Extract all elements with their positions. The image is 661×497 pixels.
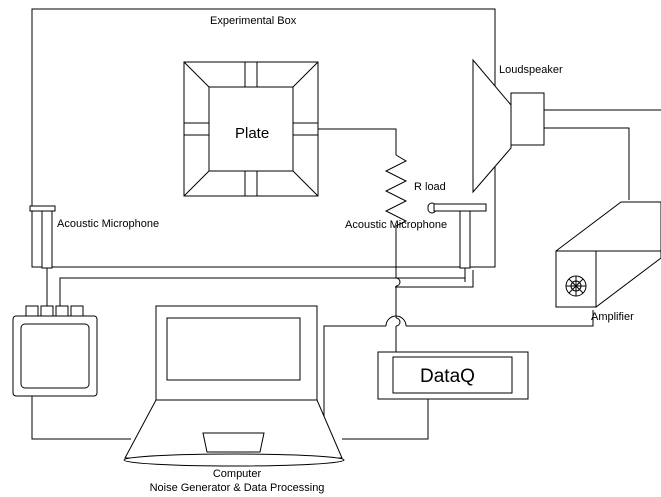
analyzer-device-left bbox=[12, 305, 98, 397]
acoustic-microphone-right: Acoustic Microphone bbox=[345, 202, 487, 269]
r-load-label: R load bbox=[414, 181, 446, 193]
computer: Computer Noise Generator & Data Processi… bbox=[123, 305, 345, 494]
plate-clamp-right bbox=[292, 122, 319, 136]
loudspeaker: Loudspeaker bbox=[472, 58, 563, 194]
knob-icon bbox=[565, 275, 587, 297]
computer-screen bbox=[166, 317, 301, 381]
computer-sub-label: Noise Generator & Data Processing bbox=[150, 482, 325, 494]
plate-clamp-bottom bbox=[244, 170, 258, 197]
dataq-label: DataQ bbox=[420, 366, 475, 387]
acoustic-microphone-left: Acoustic Microphone bbox=[29, 205, 159, 269]
mic-right-label: Acoustic Microphone bbox=[345, 219, 447, 231]
plate-label: Plate bbox=[235, 125, 269, 142]
loudspeaker-label: Loudspeaker bbox=[499, 64, 563, 76]
plate-assembly: Plate bbox=[183, 61, 319, 197]
plate-clamp-left bbox=[183, 122, 210, 136]
computer-label: Computer bbox=[213, 468, 262, 480]
amplifier-label: Amplifier bbox=[591, 311, 634, 323]
r-load-resistor: R load bbox=[384, 154, 446, 227]
plate-clamp-top bbox=[244, 61, 258, 88]
experimental-box-label: Experimental Box bbox=[210, 15, 297, 27]
amplifier: Amplifier bbox=[555, 201, 661, 323]
mic-left-label: Acoustic Microphone bbox=[57, 218, 159, 230]
dataq-device: DataQ bbox=[377, 351, 529, 400]
